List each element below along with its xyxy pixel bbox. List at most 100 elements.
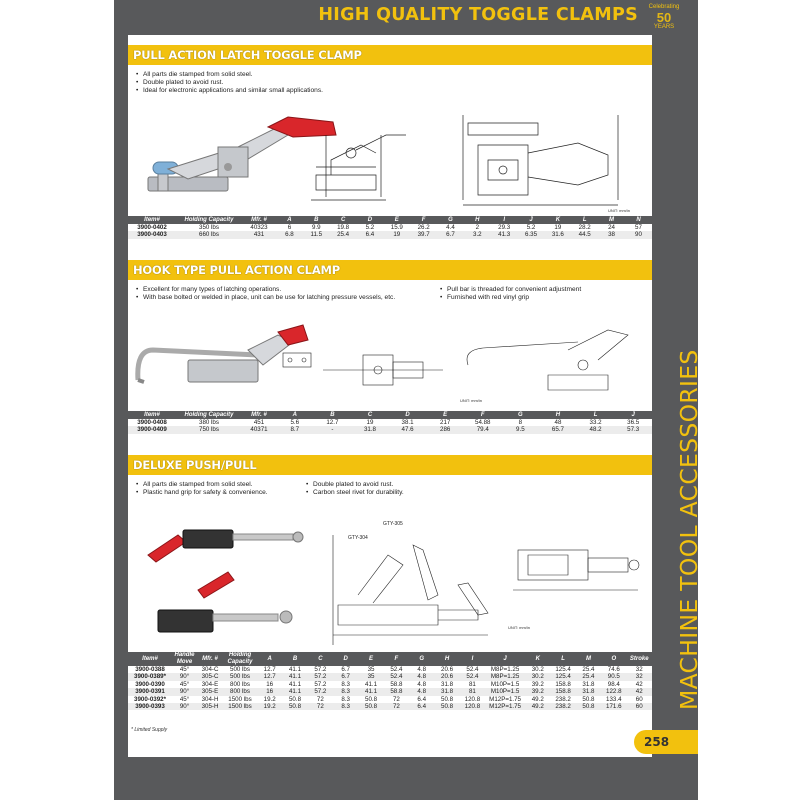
item-number-cell: 3900-0389* <box>128 673 172 681</box>
table-cell: 41.1 <box>282 673 308 681</box>
table-cell: 6.8 <box>276 231 303 239</box>
table-cell: 60 <box>635 695 643 703</box>
table-cell: 32 <box>626 673 652 681</box>
table-cell: 50.8 <box>288 695 302 703</box>
table-cell: 39.7 <box>410 231 438 239</box>
column-header: F <box>383 652 410 666</box>
table-cell: 8.3 <box>333 688 359 696</box>
table-cell: 28.2 <box>578 224 591 231</box>
column-header: B <box>313 411 352 419</box>
item-number-cell: 3900-0408 <box>137 419 167 426</box>
table-cell: 50.8 <box>582 695 595 703</box>
table-cell: M12P=1.75 <box>485 703 526 711</box>
table-header-row: Item# Handle Move Mfr. # Holding Capacit… <box>128 652 652 666</box>
table-cell: 90° <box>172 703 197 711</box>
table-cell: 25.4 <box>582 666 595 673</box>
table-cell: 57 <box>635 224 642 231</box>
table-cell: 20.6 <box>434 673 460 681</box>
table-cell: 41.3 <box>490 231 518 239</box>
table-cell: 58.8 <box>390 680 403 688</box>
table-cell: 47.6 <box>388 426 427 434</box>
column-header: M <box>575 652 602 666</box>
table-cell: 120.8 <box>459 703 486 711</box>
table-cell: 50.8 <box>434 703 460 711</box>
table-cell: 6.7 <box>333 673 359 681</box>
table-cell: 48.2 <box>576 426 615 434</box>
table-cell: 12.7 <box>257 673 283 681</box>
table-cell: 2 <box>475 224 480 231</box>
table-cell: 31.8 <box>575 688 602 696</box>
table-cell: 50.8 <box>282 703 308 711</box>
item-number-cell: 3900-0392* <box>134 695 166 703</box>
column-header: C <box>307 652 334 666</box>
base-drawing <box>282 352 312 368</box>
table-cell: 38 <box>598 231 625 239</box>
table-cell: 49.2 <box>525 703 551 711</box>
table-cell: 120.8 <box>464 695 481 703</box>
table-cell: 8.3 <box>341 695 350 703</box>
table-cell: 41.1 <box>282 688 308 696</box>
table-cell: M12P=1.75 <box>489 695 521 703</box>
section-hook-type: HOOK TYPE PULL ACTION CLAMP Excellent fo… <box>128 260 652 440</box>
feature-list-right: Double plated to avoid rust. Carbon stee… <box>304 481 404 498</box>
table-cell: 4.8 <box>409 688 435 696</box>
column-header: I <box>459 652 486 666</box>
column-header: J <box>614 411 652 419</box>
table-cell: 50.8 <box>441 695 454 703</box>
table-cell: 52.4 <box>466 666 479 673</box>
table-cell: 125.4 <box>555 666 571 673</box>
table-cell: 48 <box>554 419 562 426</box>
column-header: E <box>358 652 384 666</box>
section-title: PULL ACTION LATCH TOGGLE CLAMP <box>133 48 362 62</box>
table-cell: 8 <box>518 419 523 426</box>
table-cell: 12.7 <box>326 419 339 426</box>
table-cell: 4.8 <box>417 666 427 673</box>
table-cell: 6 <box>287 224 292 231</box>
table-cell: 1500 lbs <box>228 695 252 703</box>
table-cell: 15.9 <box>390 224 403 231</box>
feature-item: Pull bar is threaded for convenient adju… <box>438 286 581 294</box>
table-cell: 9.5 <box>501 426 540 434</box>
table-cell: 72 <box>316 695 324 703</box>
section-title: DELUXE PUSH/PULL <box>133 458 257 472</box>
table-cell: 451 <box>253 419 265 426</box>
feature-list-left: Excellent for many types of latching ope… <box>134 286 395 303</box>
table-cell: 4.8 <box>409 673 435 681</box>
table-cell: 305-H <box>197 703 223 711</box>
column-header: Item# <box>128 411 176 419</box>
table-cell: 4.4 <box>446 224 455 231</box>
page-number-tab <box>634 730 698 754</box>
table-cell: 25.4 <box>329 231 357 239</box>
table-cell: 50.8 <box>358 703 384 711</box>
table-cell: 6.4 <box>409 703 435 711</box>
section-header: DELUXE PUSH/PULL <box>128 455 652 475</box>
column-header: Mfr. # <box>242 216 276 224</box>
item-number-cell: 3900-0388 <box>135 666 165 673</box>
spec-table-latch: Item# Holding Capacity Mfr. # A B C D E … <box>128 216 652 239</box>
table-cell: 304-H <box>201 695 219 703</box>
column-header: A <box>276 411 314 419</box>
table-cell: 380 lbs <box>199 419 219 426</box>
column-header: H <box>539 411 577 419</box>
table-cell: 305-E <box>197 688 223 696</box>
column-header: K <box>544 216 572 224</box>
column-header: F <box>463 411 502 419</box>
table-cell: 57.2 <box>314 680 327 688</box>
table-cell: 40323 <box>250 224 268 231</box>
table-cell: 25.4 <box>575 673 602 681</box>
section-pull-action-latch: PULL ACTION LATCH TOGGLE CLAMP All parts… <box>128 45 652 255</box>
table-cell: 9.9 <box>311 224 321 231</box>
table-cell: 133.4 <box>606 695 622 703</box>
table-cell: 57.2 <box>314 666 327 673</box>
table-cell: 4.8 <box>417 680 427 688</box>
table-cell: 72 <box>392 695 400 703</box>
column-header: A <box>257 652 283 666</box>
table-cell: 49.2 <box>531 695 544 703</box>
table-header-row: Item# Holding Capacity Mfr. # A B C D E … <box>128 411 652 419</box>
table-cell: 39.2 <box>531 680 544 688</box>
table-cell: 41.1 <box>288 666 302 673</box>
item-number-cell: 3900-0409 <box>128 426 176 434</box>
